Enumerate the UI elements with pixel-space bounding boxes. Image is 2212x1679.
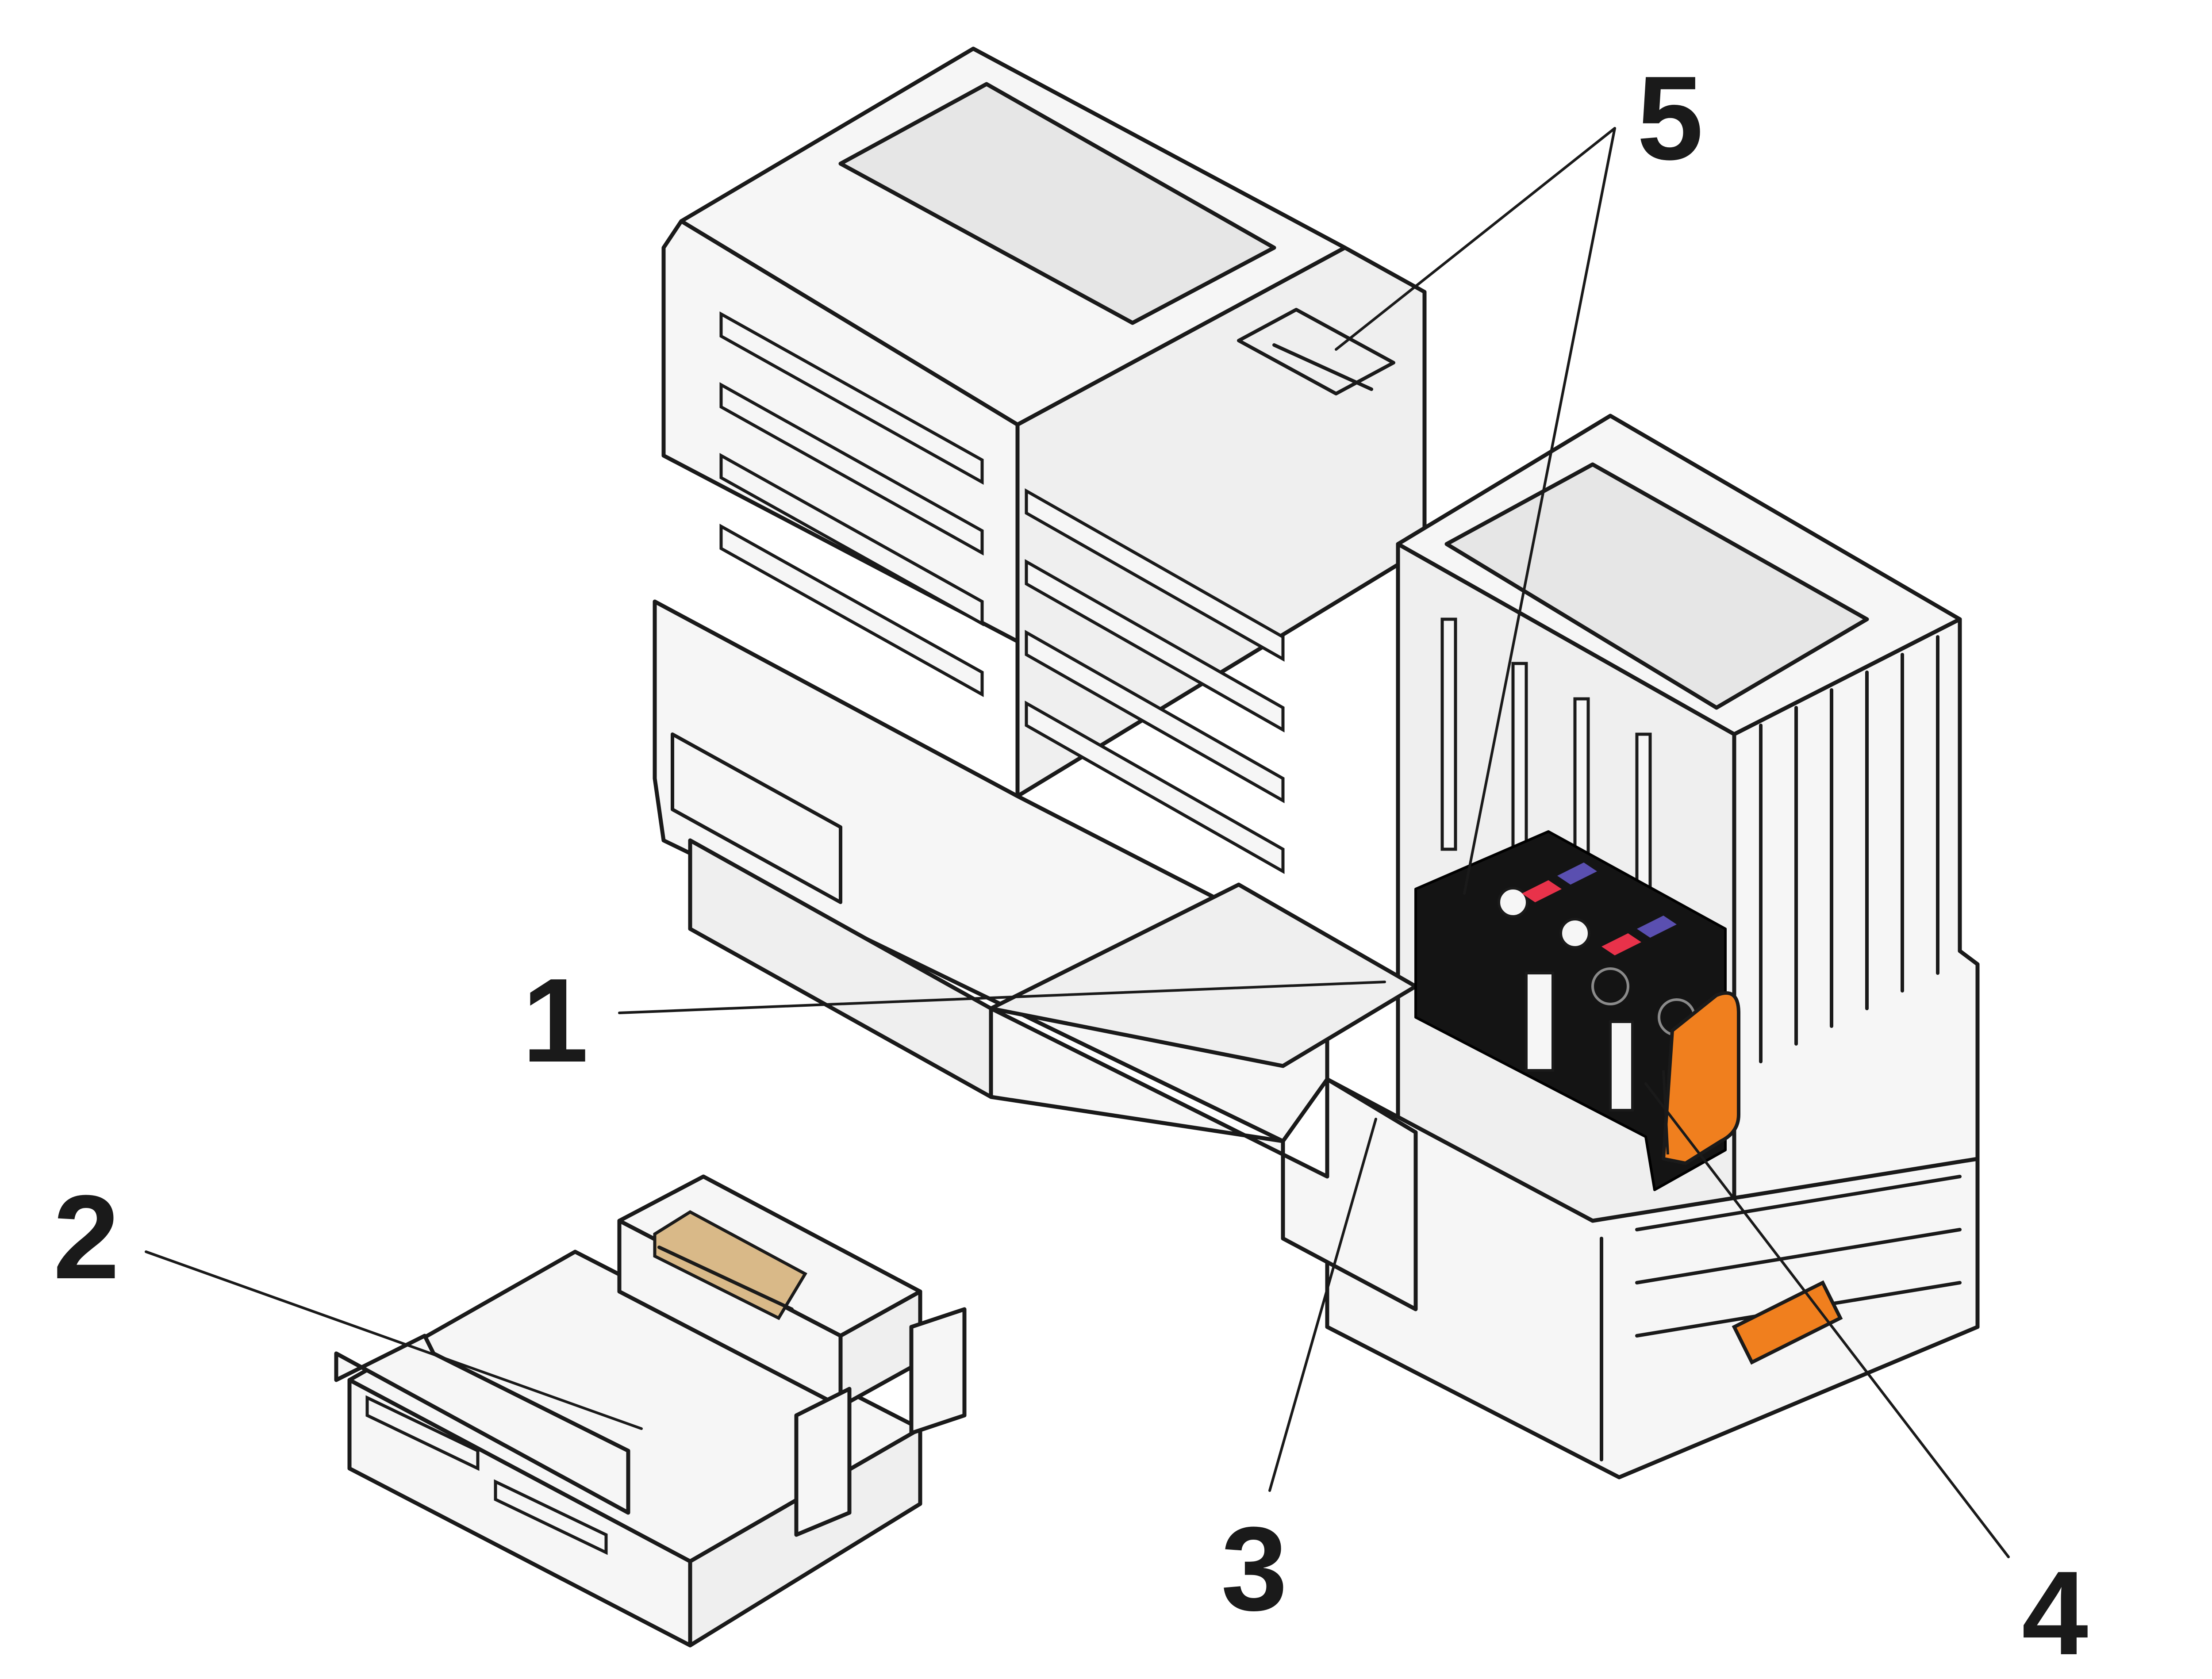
vent-slots-left: [719, 311, 984, 697]
leader-2: [145, 1250, 643, 1430]
led-blue-2: [1637, 916, 1677, 938]
front-module: [1325, 414, 1980, 1480]
leader-lines: [145, 127, 2010, 1558]
vent-slots-right: [1025, 488, 1285, 874]
callout-labels: 1 2 3 4 5: [53, 52, 2089, 1679]
callout-label-1: 1: [522, 954, 588, 1087]
front-ribs: [1759, 635, 1939, 1063]
leader-3: [1268, 1118, 1377, 1492]
callout-label-4: 4: [2022, 1547, 2089, 1679]
top-label-window: [838, 82, 1276, 325]
led-red-1: [1522, 880, 1562, 902]
bus-connector: [334, 1174, 967, 1648]
led-red-2: [1601, 933, 1641, 955]
bus-base: [989, 882, 1418, 1311]
leader-5a: [1335, 127, 1616, 351]
leader-4: [1644, 1082, 2010, 1558]
leader-1: [618, 981, 1386, 1014]
led-blue-1: [1557, 862, 1597, 885]
terminal-block: [1414, 830, 1727, 1191]
callout-label-5: 5: [1637, 52, 1703, 185]
callout-label-3: 3: [1221, 1503, 1287, 1636]
callout-label-2: 2: [53, 1171, 119, 1304]
release-lever: [1662, 991, 1740, 1165]
connector-contacts: [653, 1210, 807, 1320]
leader-5b: [1463, 127, 1616, 895]
